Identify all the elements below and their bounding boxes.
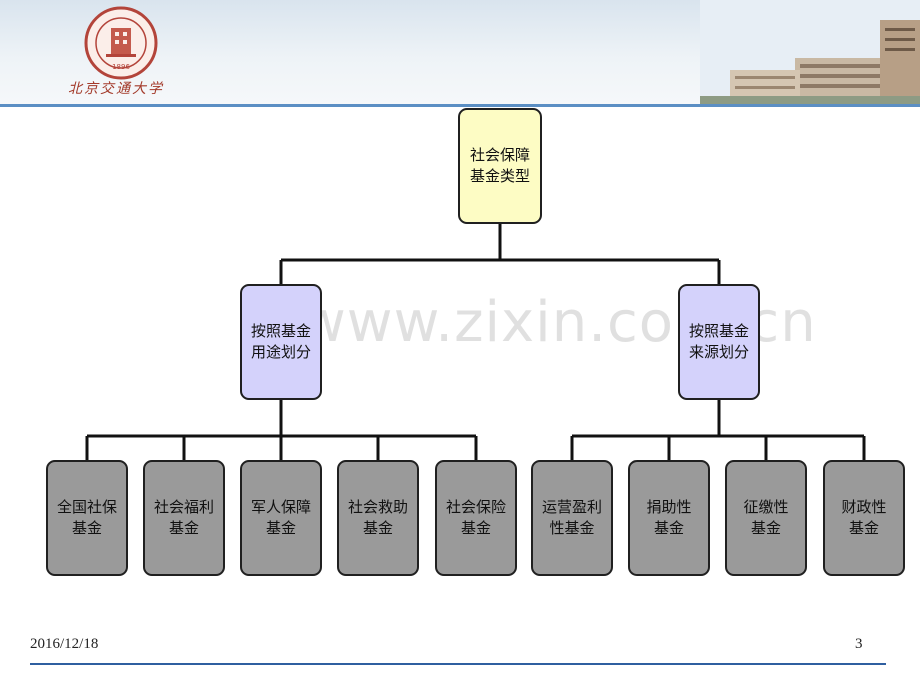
branch-node-label: 按照基金 来源划分 [688,322,749,361]
branch-node-by-usage: 按照基金 用途划分 [240,284,322,400]
leaf-node: 社会保险 基金 [435,460,517,576]
header-divider [0,104,920,107]
svg-text:1896: 1896 [112,63,130,71]
leaf-node-label: 军人保障 基金 [250,498,311,537]
leaf-node: 全国社保 基金 [46,460,128,576]
slide-page-number: 3 [855,636,863,652]
slide-header: 1896 北京交通大学 [0,0,920,106]
leaf-node-label: 征缴性 基金 [743,498,789,537]
leaf-node: 捐助性 基金 [628,460,710,576]
leaf-node-label: 捐助性 基金 [646,498,692,537]
branch-node-by-source: 按照基金 来源划分 [678,284,760,400]
slide-date: 2016/12/18 [30,636,99,652]
university-seal-logo: 1896 [84,6,158,80]
root-node: 社会保障 基金类型 [458,108,542,224]
leaf-node-label: 社会保险 基金 [445,498,506,537]
leaf-node-label: 社会救助 基金 [347,498,408,537]
branch-node-label: 按照基金 用途划分 [250,322,311,361]
leaf-node: 运营盈利 性基金 [531,460,613,576]
leaf-node-label: 全国社保 基金 [56,498,117,537]
leaf-node-label: 社会福利 基金 [153,498,214,537]
leaf-node: 财政性 基金 [823,460,905,576]
university-name-script: 北京交通大学 [68,81,164,97]
leaf-node: 征缴性 基金 [725,460,807,576]
leaf-node-label: 运营盈利 性基金 [541,498,602,537]
leaf-node: 军人保障 基金 [240,460,322,576]
leaf-node-label: 财政性 基金 [841,498,887,537]
footer-divider [30,663,886,665]
leaf-node: 社会救助 基金 [337,460,419,576]
root-node-label: 社会保障 基金类型 [469,146,530,185]
campus-buildings-image [700,0,920,104]
leaf-node: 社会福利 基金 [143,460,225,576]
